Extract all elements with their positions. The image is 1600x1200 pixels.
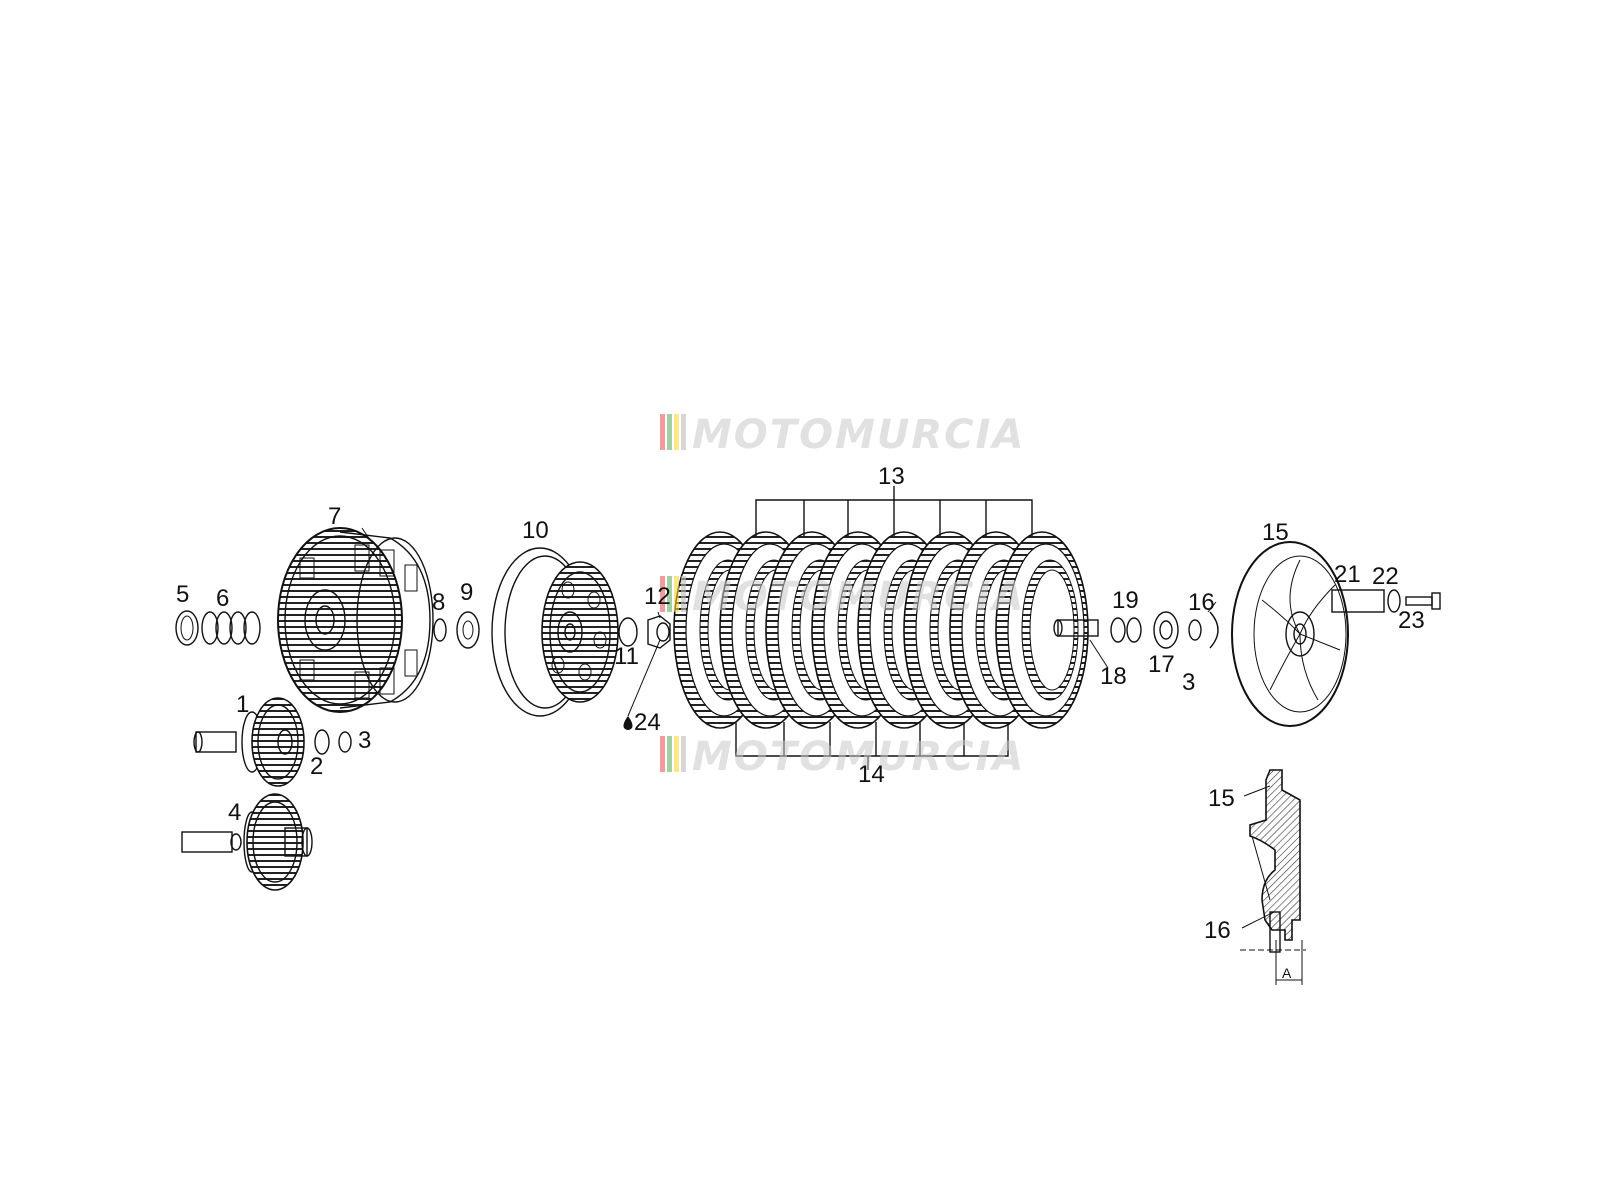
label-part-15-detail: 15 <box>1208 785 1235 812</box>
label-part-18: 18 <box>1100 663 1127 690</box>
label-part-21: 21 <box>1334 561 1361 588</box>
plate-center-hole <box>1029 569 1075 691</box>
bearing-part-17 <box>1153 611 1179 649</box>
gear-shaft-part-4 <box>181 793 313 891</box>
label-part-6: 6 <box>216 585 229 612</box>
label-part-9: 9 <box>460 579 473 606</box>
washer-part-19 <box>1110 617 1142 643</box>
label-part-5: 5 <box>176 581 189 608</box>
label-part-4: 4 <box>228 799 241 826</box>
clutch-hub-part-10 <box>491 547 619 717</box>
label-part-3-right: 3 <box>1182 669 1195 696</box>
part-labels: 1 2 3 4 5 6 7 8 9 10 11 12 13 14 15 15 1… <box>176 463 1425 981</box>
circlip-part-3-right <box>1188 619 1202 641</box>
pressure-plate-part-15 <box>1231 541 1349 727</box>
label-part-16-detail: 16 <box>1204 917 1231 944</box>
washer-part-11 <box>618 617 638 647</box>
bolt-part-23 <box>1405 592 1441 610</box>
label-part-7: 7 <box>328 503 341 530</box>
pump-gear-part-1 <box>193 697 305 787</box>
label-part-11: 11 <box>614 643 639 670</box>
washer-part-2 <box>314 729 330 755</box>
watermark-text-middle: MOTOMURCIA <box>692 574 1025 620</box>
nut-part-12 <box>647 615 671 649</box>
label-part-16: 16 <box>1188 589 1215 616</box>
watermark-text-top: MOTOMURCIA <box>692 412 1025 458</box>
label-part-23: 23 <box>1398 607 1425 634</box>
label-part-12: 12 <box>644 583 671 610</box>
label-part-10: 10 <box>522 517 549 544</box>
clutch-housing-part-7 <box>277 527 434 713</box>
leader-lines <box>361 527 1275 929</box>
watermark-text-bottom: MOTOMURCIA <box>692 734 1025 780</box>
label-dimension-a: A <box>1282 965 1292 981</box>
pushrod-part-18 <box>1053 619 1099 637</box>
label-part-19: 19 <box>1112 587 1139 614</box>
label-part-15: 15 <box>1262 519 1289 546</box>
bracket-part-13 <box>755 486 1033 536</box>
clutch-plate-stack <box>673 531 1089 729</box>
washer-part-8 <box>433 618 447 642</box>
spring-part-21 <box>1331 589 1385 613</box>
circlip-part-16 <box>1209 611 1219 649</box>
washer-part-22 <box>1387 589 1401 613</box>
circlip-part-5 <box>175 610 199 646</box>
bracket-part-14 <box>735 722 1009 770</box>
label-part-24: 24 <box>634 709 661 736</box>
label-part-17: 17 <box>1148 651 1175 678</box>
drop-icon-part-24 <box>623 716 633 730</box>
washer-part-9 <box>456 611 480 649</box>
label-part-14: 14 <box>858 761 885 788</box>
label-part-3-left: 3 <box>358 727 371 754</box>
label-part-8: 8 <box>432 589 445 616</box>
needle-bearing-part-6 <box>201 611 261 645</box>
label-part-13: 13 <box>878 463 905 490</box>
watermark-top: MOTOMURCIA <box>660 412 1025 458</box>
watermark-bottom: MOTOMURCIA <box>660 734 1025 780</box>
section-detail-view <box>1240 769 1306 985</box>
watermark-middle: MOTOMURCIA <box>660 574 1025 620</box>
label-part-1: 1 <box>236 691 249 718</box>
label-part-22: 22 <box>1372 563 1399 590</box>
label-part-2: 2 <box>310 753 323 780</box>
circlip-part-3-left <box>338 731 352 753</box>
